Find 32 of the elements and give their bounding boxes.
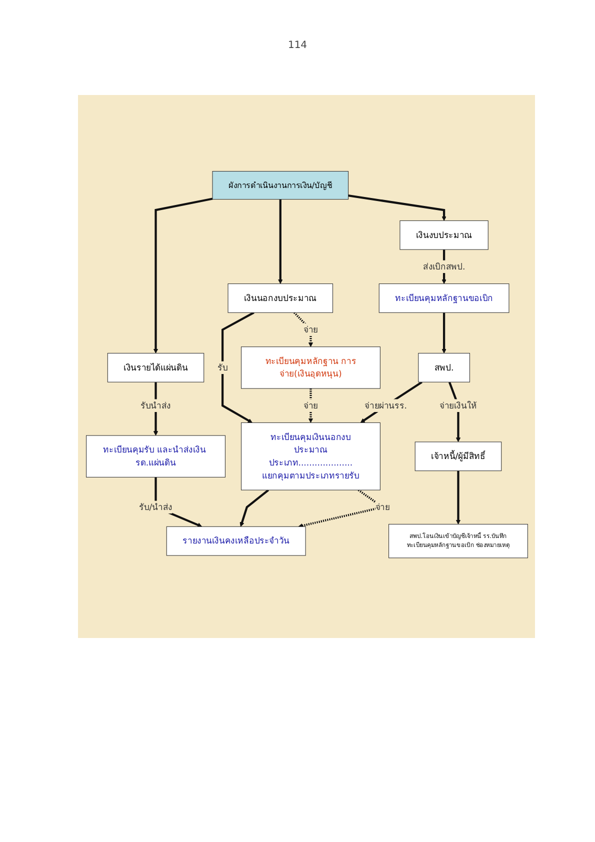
node-box — [378, 283, 509, 313]
edge-label: รับ — [216, 362, 228, 372]
edge-label: จ่าย — [303, 324, 318, 334]
node-box — [212, 170, 348, 200]
node-box — [414, 442, 502, 471]
node-box — [418, 352, 470, 382]
arrow — [348, 194, 446, 221]
edge-label: จ่าย — [374, 502, 390, 512]
arrow — [220, 312, 254, 423]
node-box — [166, 526, 306, 556]
edge-label: จ่ายผ่านรร. — [364, 400, 406, 410]
arrow — [278, 199, 282, 284]
node-box — [388, 524, 528, 558]
arrow — [455, 470, 460, 524]
edge-label: จ่ายเงินให้ — [439, 400, 476, 410]
node-box — [86, 435, 225, 478]
arrow — [293, 312, 313, 347]
edge-label: รับนำส่ง — [140, 400, 170, 410]
arrow — [441, 312, 446, 354]
node-box — [227, 283, 333, 313]
arrow — [152, 198, 212, 354]
node-box — [106, 352, 204, 382]
page-number: 114 — [288, 40, 308, 51]
arrow — [308, 388, 313, 423]
edge-label: จ่าย — [303, 400, 318, 410]
arrow — [239, 489, 269, 527]
edge-label: รับ/นำส่ง — [138, 502, 172, 512]
edge-label: ส่งเบิกสพป. — [422, 261, 465, 272]
arrow — [360, 381, 422, 423]
node-box — [240, 346, 380, 389]
node-box — [399, 220, 488, 250]
node-box — [240, 422, 380, 490]
